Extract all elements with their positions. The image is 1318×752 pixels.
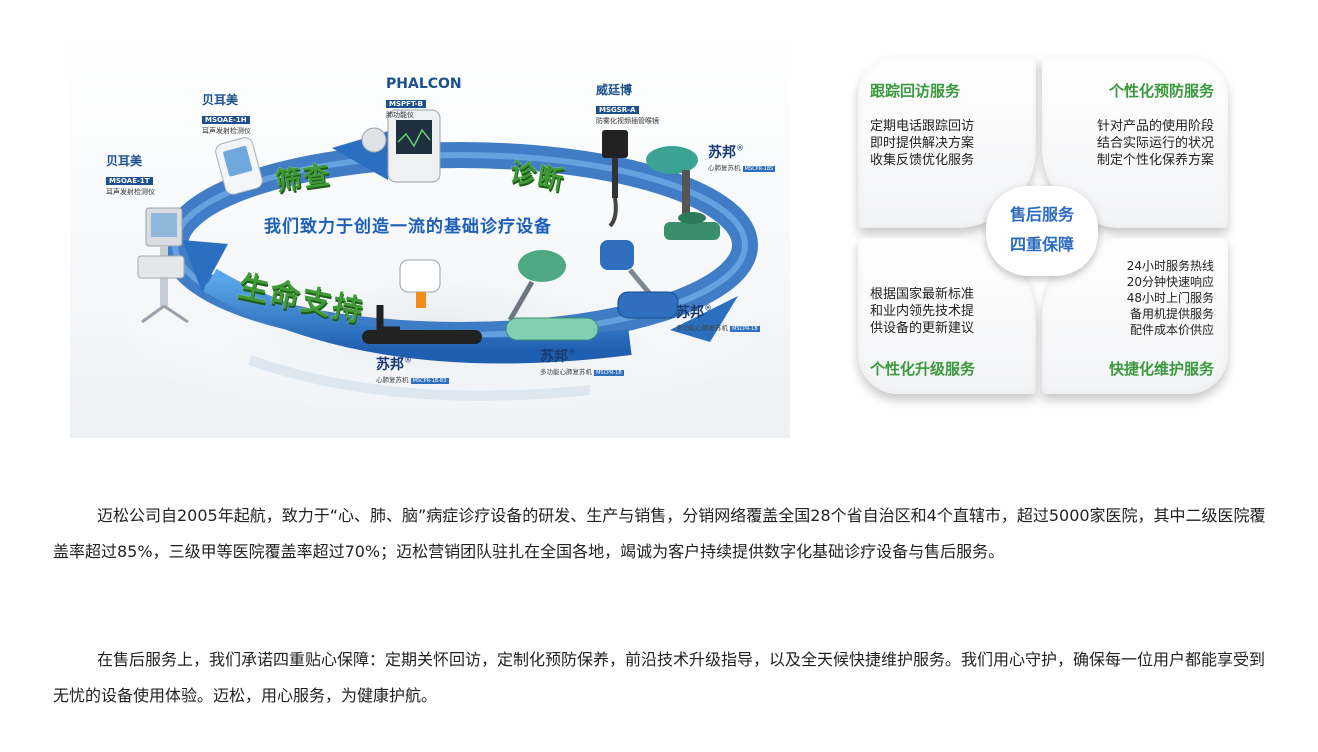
subang-label: 苏邦® 多功能心肺复苏机 MSCPR-1B bbox=[676, 303, 760, 332]
cpr-device-mid bbox=[505, 250, 599, 341]
product-label: 威廷博 MSGSR-A 防雾化视频插管喉镜 bbox=[596, 83, 659, 126]
service-card-maintenance: 24小时服务热线 20分钟快速响应 48小时上门服务 备用机提供服务 配件成本价… bbox=[1042, 238, 1228, 394]
cpr-device-front bbox=[362, 259, 482, 344]
service-center-badge: 售后服务 四重保障 bbox=[986, 186, 1098, 276]
lung-function-device bbox=[361, 109, 441, 183]
service-lines: 针对产品的使用阶段 结合实际运行的状况 制定个性化保养方案 bbox=[1096, 119, 1214, 168]
handheld-ear-device bbox=[215, 137, 263, 195]
product-label: 贝耳美 MSOAE-1H 耳声发射检测仪 bbox=[202, 93, 251, 136]
company-intro-paragraph: 迈松公司自2005年起航，致力于“心、肺、脑”病症诊疗设备的研发、生产与销售，分… bbox=[53, 506, 1266, 561]
service-title: 个性化升级服务 bbox=[870, 360, 976, 378]
cpr-device-blue bbox=[600, 240, 679, 319]
ear-test-cart-device bbox=[137, 207, 189, 324]
service-title: 个性化预防服务 bbox=[1108, 82, 1214, 100]
service-commitment-paragraph: 在售后服务上，我们承诺四重贴心保障：定期关怀回访，定制化预防保养，前沿技术升级指… bbox=[53, 650, 1266, 705]
service-title: 快捷化维护服务 bbox=[1108, 360, 1214, 378]
service-lines: 24小时服务热线 20分钟快速响应 48小时上门服务 备用机提供服务 配件成本价… bbox=[1126, 259, 1214, 337]
subang-label: 苏邦® 多功能心肺复苏机 MSCPR-1B bbox=[540, 347, 624, 376]
service-title: 跟踪回访服务 bbox=[870, 82, 961, 100]
service-lines: 根据国家最新标准 和业内领先技术提 供设备的更新建议 bbox=[870, 287, 975, 336]
subang-label: 苏邦® 心肺复苏机 MSCPR-1B-B3 bbox=[376, 355, 449, 384]
product-label: 贝耳美 MSOAE-1T 耳声发射检测仪 bbox=[106, 154, 155, 197]
product-cycle-illustration: 筛查 诊断 生命支持 我们致力于创造一流的基础诊疗设备 贝耳美 MSOAE-1T… bbox=[70, 30, 790, 438]
service-lines: 定期电话跟踪回访 即时提供解决方案 收集反馈优化服务 bbox=[870, 119, 975, 168]
product-label: PHALCON MSPFT-B 肺功能仪 bbox=[386, 76, 462, 120]
hero-slogan: 我们致力于创造一流的基础诊疗设备 bbox=[264, 217, 552, 237]
cpr-device-right bbox=[646, 146, 720, 240]
after-sales-service-graphic: 跟踪回访服务 定期电话跟踪回访 即时提供解决方案 收集反馈优化服务 个性化预防服… bbox=[858, 56, 1238, 411]
ring-word-screening: 筛查 bbox=[273, 160, 334, 198]
laryngoscope-device bbox=[602, 130, 628, 228]
ring-graphic bbox=[110, 109, 770, 425]
subang-label: 苏邦® 心肺复苏机 MSCPR-18S bbox=[708, 143, 776, 172]
